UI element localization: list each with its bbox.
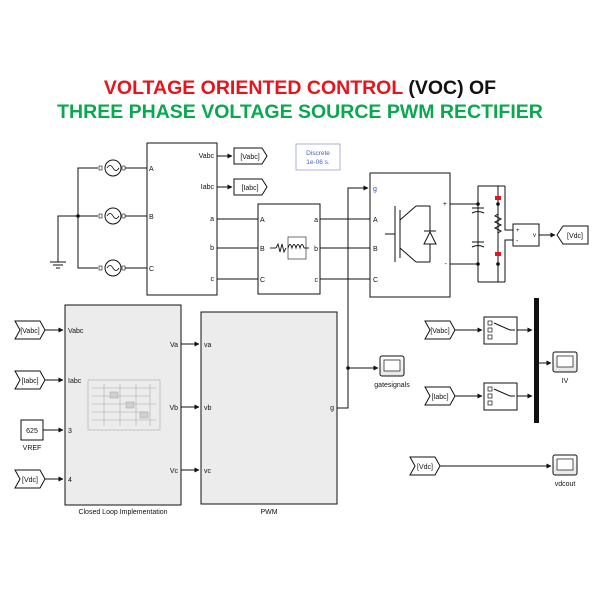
goto-vdc-label: [Vdc] — [567, 233, 583, 240]
from-iabc-scope[interactable]: [Iabc] — [424, 386, 456, 406]
scope-vdcout-label: vdcout — [555, 481, 576, 488]
ctrl-in-iabc: Iabc — [68, 378, 82, 385]
goto-iabc[interactable]: [Iabc] — [233, 178, 268, 196]
ctrl-out-vc: Vc — [170, 468, 179, 475]
scope-gatesignals[interactable]: gatesignals — [374, 355, 410, 389]
powergui-block[interactable]: Discrete 1e-06 s. — [295, 143, 341, 171]
voltmeter-port-v: v — [533, 233, 536, 239]
ac-source-b[interactable] — [98, 207, 126, 225]
rl-port-a-out: a — [314, 217, 318, 224]
bridge-port-g: g — [373, 186, 377, 193]
ctrl-out-vb: Vb — [169, 405, 178, 412]
selector-switch-top[interactable] — [483, 316, 518, 345]
pwm-in-va: va — [204, 342, 212, 349]
powergui-line2: 1e-06 s. — [306, 159, 330, 166]
power-wires — [57, 167, 513, 283]
universal-bridge-block[interactable]: g A B C + - — [369, 172, 451, 298]
constant-vref[interactable]: 625 VREF — [20, 419, 44, 452]
pwm-subsystem[interactable]: va vb vc g PWM — [200, 311, 338, 516]
title-voc: VOLTAGE ORIENTED CONTROL — [103, 77, 409, 99]
pwm-in-vb: vb — [204, 405, 212, 412]
title-line-2: THREE PHASE VOLTAGE SOURCE PWM RECTIFIER — [57, 101, 543, 123]
voltmeter-port-minus: - — [516, 238, 519, 245]
from-vabc-scope[interactable]: [Vabc] — [424, 320, 456, 340]
from-vdc-ctrl[interactable]: [Vdc] — [14, 469, 46, 489]
meas-port-c-in: C — [149, 266, 154, 273]
rl-inductor-icon — [270, 236, 309, 260]
vref-value: 625 — [26, 428, 38, 435]
vref-label: VREF — [23, 445, 42, 452]
bridge-port-minus: - — [445, 261, 448, 268]
powergui-line1: Discrete — [306, 150, 330, 157]
title-line-1: VOLTAGE ORIENTED CONTROL (VOC) OF — [0, 76, 600, 100]
rl-port-b-in: B — [260, 246, 265, 253]
scope-iv[interactable]: IV — [552, 351, 578, 385]
from-vabc-ctrl-label: [Vabc] — [20, 328, 39, 335]
meas-port-b-in: B — [149, 214, 154, 221]
bridge-port-a: A — [373, 217, 378, 224]
dc-capacitor-top[interactable] — [471, 207, 485, 214]
rl-port-b-out: b — [314, 246, 318, 253]
goto-vdc[interactable]: [Vdc] — [556, 225, 589, 245]
goto-vabc-label: [Vabc] — [240, 154, 259, 161]
from-iabc-ctrl-label: [Iabc] — [21, 378, 38, 385]
rl-port-a-in: A — [260, 217, 265, 224]
scope-gatesignals-label: gatesignals — [374, 382, 410, 389]
ctrl-in-3: 3 — [68, 428, 72, 435]
ctrl-in-4: 4 — [68, 477, 72, 484]
voltmeter-port-plus: + — [516, 228, 520, 234]
goto-vabc[interactable]: [Vabc] — [233, 147, 268, 165]
from-vabc-scope-label: [Vabc] — [430, 328, 449, 335]
meas-port-vabc: Vabc — [199, 153, 215, 160]
dc-voltmeter-block[interactable]: + - v — [512, 223, 540, 247]
pwm-in-vc: vc — [204, 468, 212, 475]
title-voc-abbrev: (VOC) OF — [408, 77, 497, 99]
mux-bar[interactable] — [534, 298, 539, 423]
rl-port-c-in: C — [260, 277, 265, 284]
rl-port-c-out: c — [315, 277, 319, 284]
from-iabc-ctrl[interactable]: [Iabc] — [14, 370, 46, 390]
dc-resistor-load[interactable] — [493, 196, 503, 256]
subsystem-preview-icon — [87, 379, 161, 431]
pwm-out-g: g — [330, 405, 334, 412]
from-vdc-ctrl-label: [Vdc] — [22, 477, 38, 484]
from-vdc-scope[interactable]: [Vdc] — [409, 456, 441, 476]
ctrl-in-vabc: Vabc — [68, 328, 84, 335]
meas-port-b-out: b — [210, 245, 214, 252]
bridge-port-plus: + — [443, 201, 447, 208]
meas-signal-wires — [217, 153, 233, 190]
from-vdc-scope-label: [Vdc] — [417, 464, 433, 471]
from-vabc-ctrl[interactable]: [Vabc] — [14, 320, 46, 340]
from-iabc-scope-label: [Iabc] — [431, 394, 448, 401]
control-wires — [43, 185, 552, 482]
scope-iv-label: IV — [562, 378, 569, 385]
meas-port-iabc: Iabc — [201, 184, 215, 191]
bridge-port-c: C — [373, 277, 378, 284]
meas-port-a-in: A — [149, 166, 154, 173]
ctrl-out-va: Va — [170, 342, 178, 349]
dc-capacitor-bottom[interactable] — [471, 241, 485, 248]
igbt-diode-icon — [385, 205, 437, 263]
rl-branch-block[interactable]: A B C a b c — [257, 203, 321, 295]
measurement-block[interactable]: A B C Vabc Iabc a b c — [146, 142, 218, 296]
selector-switch-bottom[interactable] — [483, 382, 518, 411]
meas-port-c-out: c — [211, 276, 215, 283]
meas-port-a-out: a — [210, 216, 214, 223]
ground-symbol — [50, 261, 66, 269]
diagram-title: VOLTAGE ORIENTED CONTROL (VOC) OF THREE … — [0, 76, 600, 124]
bridge-port-b: B — [373, 246, 378, 253]
ac-source-a[interactable] — [98, 159, 126, 177]
ac-source-c[interactable] — [98, 259, 126, 277]
closed-loop-subsystem[interactable]: Vabc Iabc 3 4 Va Vb Vc Closed Loop Imple… — [64, 304, 182, 516]
goto-iabc-label: [Iabc] — [241, 185, 258, 192]
pwm-label: PWM — [260, 509, 277, 516]
scope-vdcout[interactable]: vdcout — [552, 454, 578, 488]
closed-loop-label: Closed Loop Implementation — [78, 509, 167, 516]
